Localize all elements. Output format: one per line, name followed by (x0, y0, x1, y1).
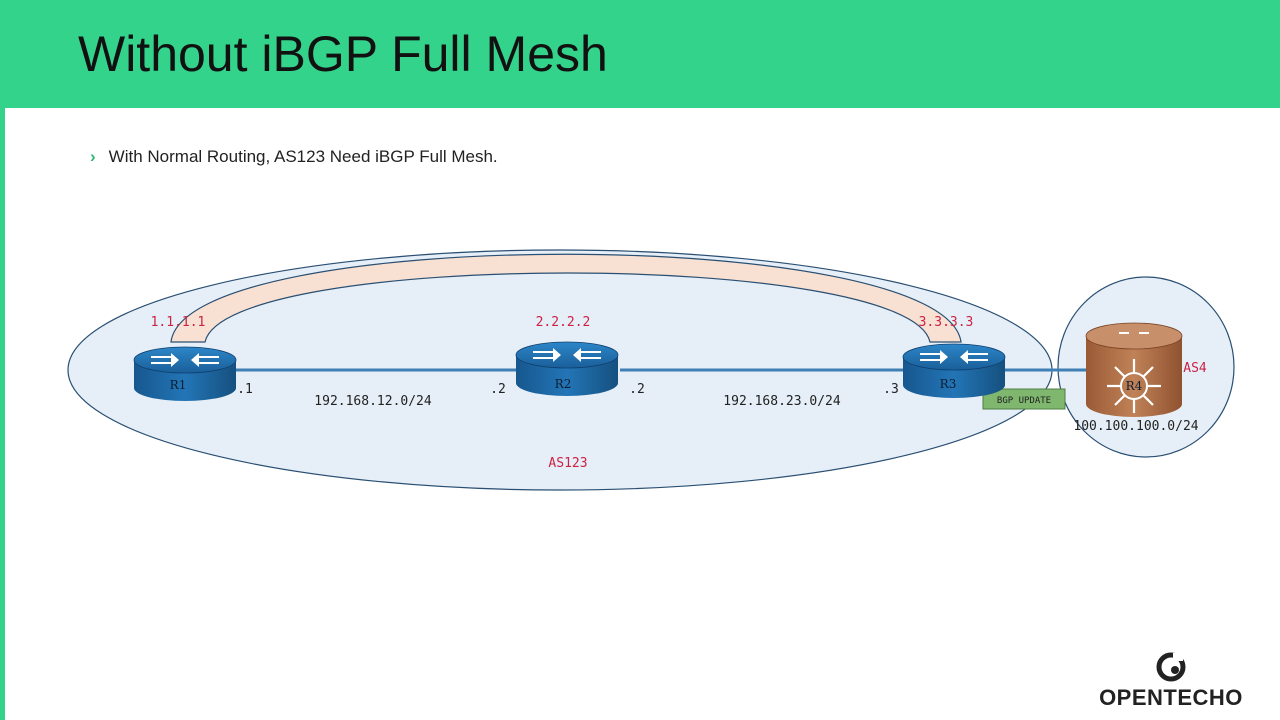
router-r2-icon (515, 341, 619, 396)
subnet-12-label: 192.168.12.0/24 (314, 394, 432, 409)
left-accent-rule (0, 108, 5, 720)
bgp-update-box: BGP UPDATE (982, 388, 1066, 410)
router-r2-name: R2 (555, 377, 572, 391)
router-r4-icon (1085, 322, 1183, 417)
chevron-right-icon: › (90, 147, 96, 166)
router-r1-id: 1.1.1.1 (151, 315, 206, 330)
r2-interface-right: .2 (629, 382, 645, 397)
router-r3-name: R3 (940, 377, 957, 391)
title-bar: Without iBGP Full Mesh (0, 0, 1280, 108)
as123-label: AS123 (548, 456, 587, 471)
ibgp-session-band (170, 253, 962, 343)
bgp-update-label: BGP UPDATE (997, 396, 1051, 406)
subnet-23-label: 192.168.23.0/24 (723, 394, 841, 409)
router-r3-icon (902, 343, 1006, 398)
slide-title: Without iBGP Full Mesh (78, 26, 608, 82)
router-r1-name: R1 (170, 378, 187, 392)
router-r1-icon (133, 346, 237, 401)
r2-interface-left: .2 (490, 382, 506, 397)
logo-mark-icon (1156, 652, 1186, 682)
r3-interface: .3 (883, 382, 899, 397)
router-r4-name: R4 (1126, 379, 1143, 393)
bullet-text: With Normal Routing, AS123 Need iBGP Ful… (108, 147, 498, 166)
router-r3-id: 3.3.3.3 (919, 315, 974, 330)
router-r2-id: 2.2.2.2 (536, 315, 591, 330)
r1-interface: .1 (237, 382, 253, 397)
logo-text: OPENTECHO (1099, 685, 1243, 710)
external-network-label: 100.100.100.0/24 (1073, 419, 1198, 434)
as4-label: AS4 (1183, 361, 1207, 376)
opentecho-logo: OPENTECHO (1076, 650, 1266, 710)
bullet-item: › With Normal Routing, AS123 Need iBGP F… (90, 146, 498, 168)
